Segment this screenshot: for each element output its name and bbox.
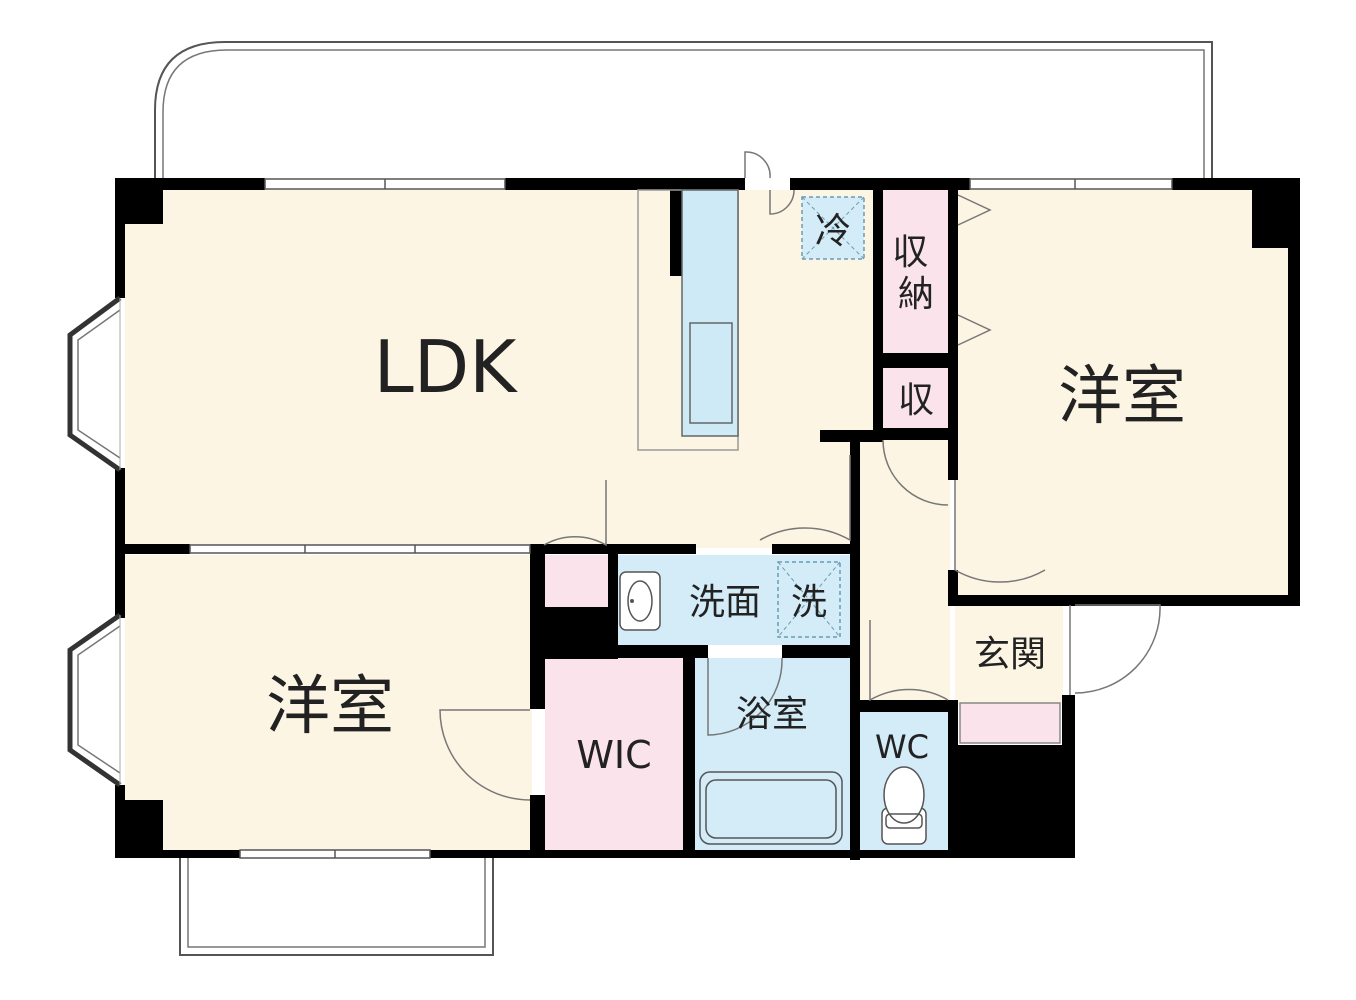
western-room-left-label: 洋室 xyxy=(266,670,394,744)
closet-small-label: 収 xyxy=(898,380,934,421)
toilet-icon xyxy=(881,766,927,845)
western-room-left-floor xyxy=(125,555,532,850)
wash-basin-icon xyxy=(619,571,661,631)
bathtub-icon xyxy=(699,771,843,845)
entrance-label: 玄関 xyxy=(974,634,1046,675)
windows xyxy=(189,178,1173,859)
entrance-floor xyxy=(955,605,1063,705)
bay-window-lower xyxy=(67,612,122,788)
balcony-bottom xyxy=(179,858,494,956)
bay-window-upper xyxy=(67,295,122,473)
toilet-label: WC xyxy=(875,728,929,766)
refrigerator-space xyxy=(801,196,865,260)
washer-label: 洗 xyxy=(791,582,827,623)
kitchen-counter xyxy=(637,189,739,451)
entrance-step xyxy=(959,702,1061,744)
washer-space xyxy=(777,561,841,638)
storage-label-top: 収 納 xyxy=(892,232,939,315)
western-room-right-floor xyxy=(955,190,1288,595)
western-room-right-label: 洋室 xyxy=(1058,360,1186,434)
corridor-floor xyxy=(855,440,950,700)
bathroom-label: 浴室 xyxy=(736,694,808,735)
balcony-top xyxy=(154,41,1213,180)
walls xyxy=(115,178,1300,860)
wic-label: WIC xyxy=(576,733,651,777)
storage-label-char-2: 納 xyxy=(898,274,934,315)
storage-label-char-1: 収 xyxy=(892,232,928,273)
wic-floor xyxy=(545,658,683,850)
closet-small-floor xyxy=(883,368,948,430)
ldk-label: LDK xyxy=(374,325,519,409)
floors xyxy=(125,190,1288,850)
doors xyxy=(439,151,1161,801)
washroom-label: 洗面 xyxy=(689,582,761,623)
refrigerator-label: 冷 xyxy=(815,211,851,252)
storage-floor xyxy=(883,190,948,353)
hall-closet-floor xyxy=(545,555,608,607)
